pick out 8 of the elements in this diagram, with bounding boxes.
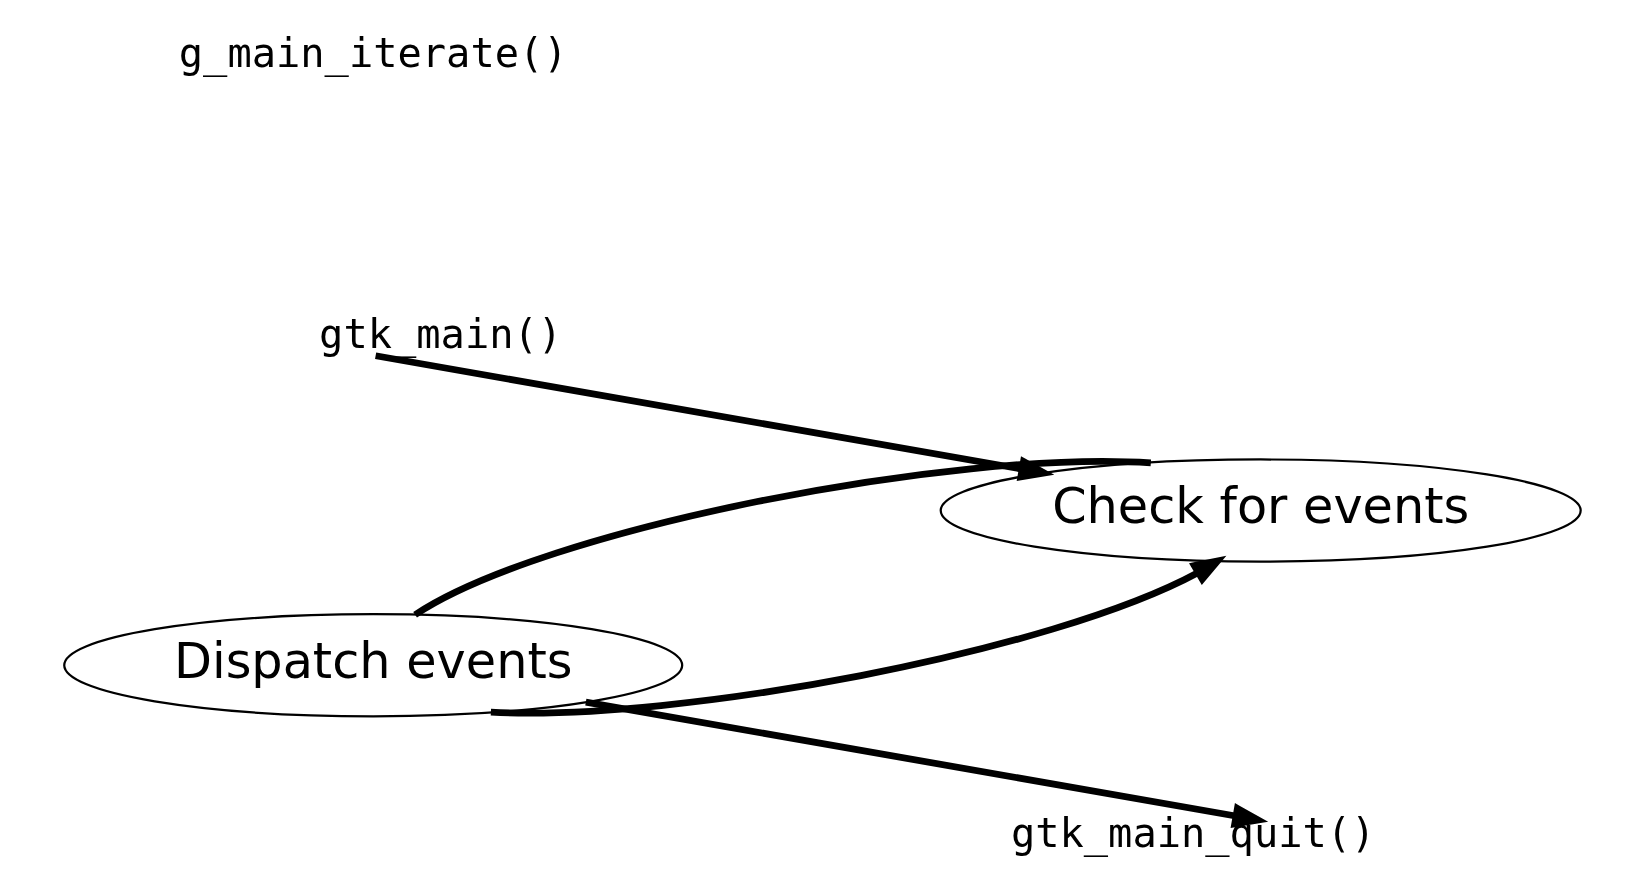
arrow <box>490 555 1226 717</box>
node-ellipse: Dispatch events <box>62 613 683 718</box>
edge-label: gtk_main_quit() <box>1010 810 1375 858</box>
arrow <box>584 698 1268 828</box>
edge-label: gtk_main() <box>318 311 562 359</box>
arrow <box>374 352 1054 481</box>
connector <box>412 458 1151 618</box>
label: g_main_iterate() <box>178 30 568 78</box>
